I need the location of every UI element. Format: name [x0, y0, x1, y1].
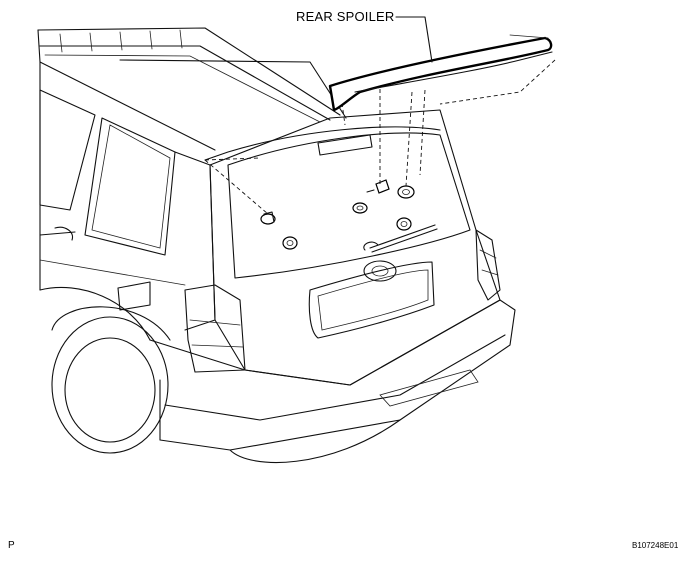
grommet-fastener: [282, 236, 298, 250]
clip-fastener: [260, 211, 276, 225]
callout-leader: [395, 16, 433, 63]
body-side: [39, 61, 216, 341]
reference-code: B107248E01: [632, 541, 679, 550]
left-tail-lamp: [184, 284, 246, 373]
rear-bumper: [149, 299, 516, 463]
rear-wheel: [51, 306, 171, 454]
corner-label: P: [8, 540, 15, 551]
back-door: [204, 109, 501, 386]
roof: [37, 27, 347, 151]
side-windows: [39, 89, 176, 256]
clip-fastener: [352, 202, 368, 214]
rear-spoiler-callout: REAR SPOILER: [296, 9, 395, 24]
grommet-fastener: [396, 217, 412, 231]
installation-leader-lines: [204, 59, 556, 215]
rear-spoiler-part: [328, 34, 553, 112]
grommet-fastener: [397, 185, 415, 199]
bolt-fastener: [366, 179, 390, 194]
fasteners: [260, 179, 415, 250]
